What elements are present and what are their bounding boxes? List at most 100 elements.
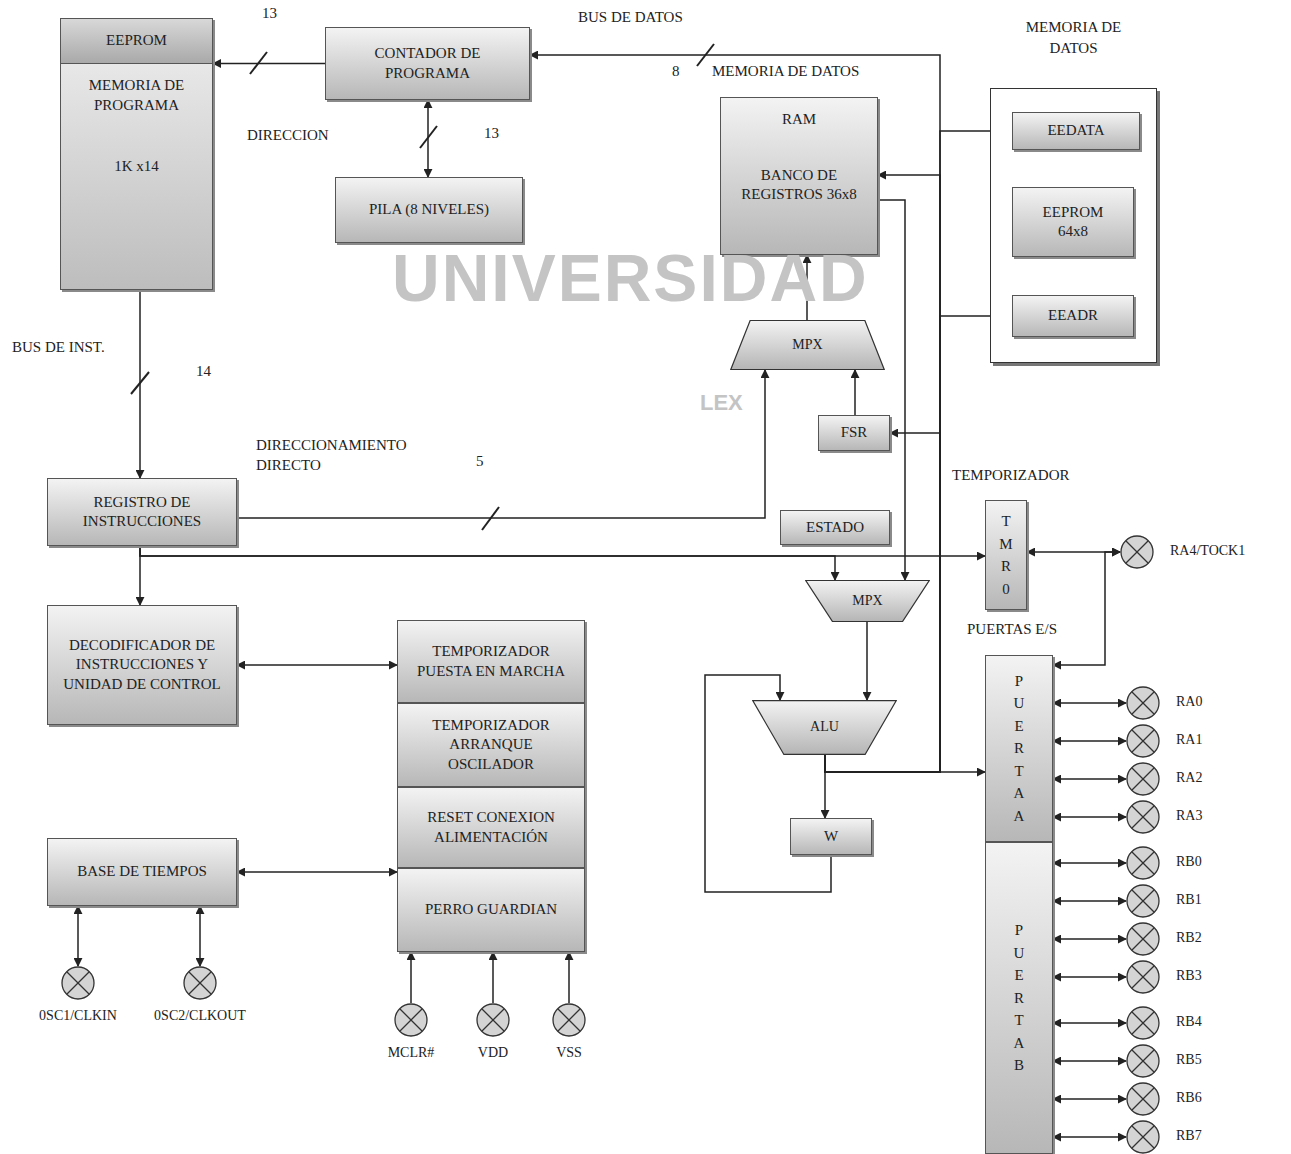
connector <box>492 952 494 1003</box>
connector <box>530 55 940 772</box>
pin-label: RA4/TOCK1 <box>1170 543 1245 559</box>
connector <box>1053 976 1126 978</box>
stack-box: PILA (8 NIVELES) <box>335 177 523 243</box>
pin-symbol <box>1126 686 1160 720</box>
register-file: RAM BANCO DE REGISTROS 36x8 <box>720 97 878 255</box>
connector <box>237 370 765 518</box>
connector <box>1053 938 1126 940</box>
connector <box>237 871 397 873</box>
pin-terminal: RA3 <box>1126 800 1160 834</box>
pin-symbol <box>1126 846 1160 880</box>
pin-label: VSS <box>556 1045 582 1061</box>
pin-label: RB4 <box>1176 1014 1202 1030</box>
pin-label: RA0 <box>1176 694 1202 710</box>
connector <box>1053 816 1126 818</box>
label-text: MEMORIA DE PROGRAMA <box>61 64 212 115</box>
program-memory: EEPROM MEMORIA DE PROGRAMA 1K x14 <box>60 18 213 290</box>
connector <box>237 664 397 666</box>
pin-symbol <box>1126 800 1160 834</box>
annotation-label: 14 <box>196 362 211 382</box>
connector <box>199 906 201 966</box>
connector <box>139 290 141 478</box>
label-text: PILA (8 NIVELES) <box>369 200 489 220</box>
pin-label: 0SC1/CLKIN <box>39 1008 117 1024</box>
label-text: W <box>824 827 838 847</box>
status-register: ESTADO <box>780 510 890 545</box>
pin-label: RA3 <box>1176 808 1202 824</box>
mux: MPX <box>730 320 885 370</box>
pin-symbol <box>1126 960 1160 994</box>
connector <box>1053 900 1126 902</box>
connector <box>1053 1098 1126 1100</box>
connector <box>1053 1136 1126 1138</box>
pin-terminal: RA2 <box>1126 762 1160 796</box>
pin-symbol <box>61 966 95 1000</box>
label-text: REGISTRO DE INSTRUCCIONES <box>58 493 226 532</box>
pin-terminal: RB6 <box>1126 1082 1160 1116</box>
label-text: BANCO DE REGISTROS 36x8 <box>731 166 867 205</box>
watchdog-box: PERRO GUARDIAN <box>397 868 585 952</box>
label-text: ESTADO <box>806 518 864 538</box>
label-text: PERRO GUARDIAN <box>425 900 557 920</box>
eeprom-box: EEPROM 64x8 <box>1012 187 1134 257</box>
pin-terminal: RA1 <box>1126 724 1160 758</box>
pin-symbol <box>1126 1120 1160 1154</box>
connector <box>1053 1022 1126 1024</box>
annotation-label: PUERTAS E/S <box>967 620 1057 640</box>
pin-terminal: RB4 <box>1126 1006 1160 1040</box>
pin-label: RB2 <box>1176 930 1202 946</box>
pin-symbol <box>1120 535 1154 569</box>
pin-label: RB1 <box>1176 892 1202 908</box>
connector <box>854 370 856 415</box>
label-text: 1K x14 <box>61 157 212 177</box>
port-box: PUERTA A <box>985 655 1053 842</box>
data-memory-group: MEMORIA DE DATOSEEDATAEEPROM 64x8EEADR <box>990 88 1157 363</box>
annotation-label: MEMORIA DE DATOS <box>712 62 859 82</box>
connector <box>568 952 570 1003</box>
pin-terminal: RB5 <box>1126 1044 1160 1078</box>
pin-symbol <box>552 1003 586 1037</box>
pin-symbol <box>183 966 217 1000</box>
timer-box: TEMPORIZADOR ARRANQUE OSCILADOR <box>397 703 585 787</box>
pin-terminal: MCLR# <box>394 1003 428 1037</box>
label-text: PUERTA A <box>1012 670 1027 828</box>
pin-terminal: RB1 <box>1126 884 1160 918</box>
connector <box>427 100 429 177</box>
alu: ALU <box>752 700 897 755</box>
connector <box>824 755 826 818</box>
annotation-label: TEMPORIZADOR <box>952 466 1070 486</box>
pin-terminal: RB3 <box>1126 960 1160 994</box>
pin-label: RB5 <box>1176 1052 1202 1068</box>
pin-label: RA1 <box>1176 732 1202 748</box>
pin-terminal: RB7 <box>1126 1120 1160 1154</box>
annotation-label: 8 <box>672 62 680 82</box>
connector <box>410 952 412 1003</box>
reset-box: RESET CONEXION ALIMENTACIÓN <box>397 787 585 868</box>
pin-label: RB6 <box>1176 1090 1202 1106</box>
pin-label: MCLR# <box>388 1045 435 1061</box>
pin-terminal: 0SC2/CLKOUT <box>183 966 217 1000</box>
pin-symbol <box>1126 762 1160 796</box>
label-text: EEPROM <box>106 31 167 51</box>
pin-terminal: RA4/TOCK1 <box>1120 535 1154 569</box>
label-text: RAM <box>782 110 816 130</box>
label-text: TMR0 <box>999 510 1014 600</box>
register-box: FSR <box>818 415 890 451</box>
pin-terminal: VDD <box>476 1003 510 1037</box>
label-text: DECODIFICADOR DE INSTRUCCIONES Y UNIDAD … <box>58 636 226 695</box>
annotation-label: 5 <box>476 452 484 472</box>
watermark-text: UNIVERSIDAD <box>392 240 869 316</box>
label-text: CONTADOR DE PROGRAMA <box>336 44 519 83</box>
timer-box: TEMPORIZADOR PUESTA EN MARCHA <box>397 620 585 703</box>
annotation-label: 13 <box>484 124 499 144</box>
label-text: BASE DE TIEMPOS <box>77 862 207 882</box>
label-text: MPX <box>792 336 822 354</box>
connector <box>77 906 79 966</box>
register-box: EEADR <box>1012 295 1134 337</box>
label-text: EEADR <box>1048 306 1098 326</box>
connector <box>140 546 985 556</box>
connector <box>213 63 325 65</box>
pin-label: RB7 <box>1176 1128 1202 1144</box>
label-text: PUERTA B <box>1012 919 1027 1077</box>
